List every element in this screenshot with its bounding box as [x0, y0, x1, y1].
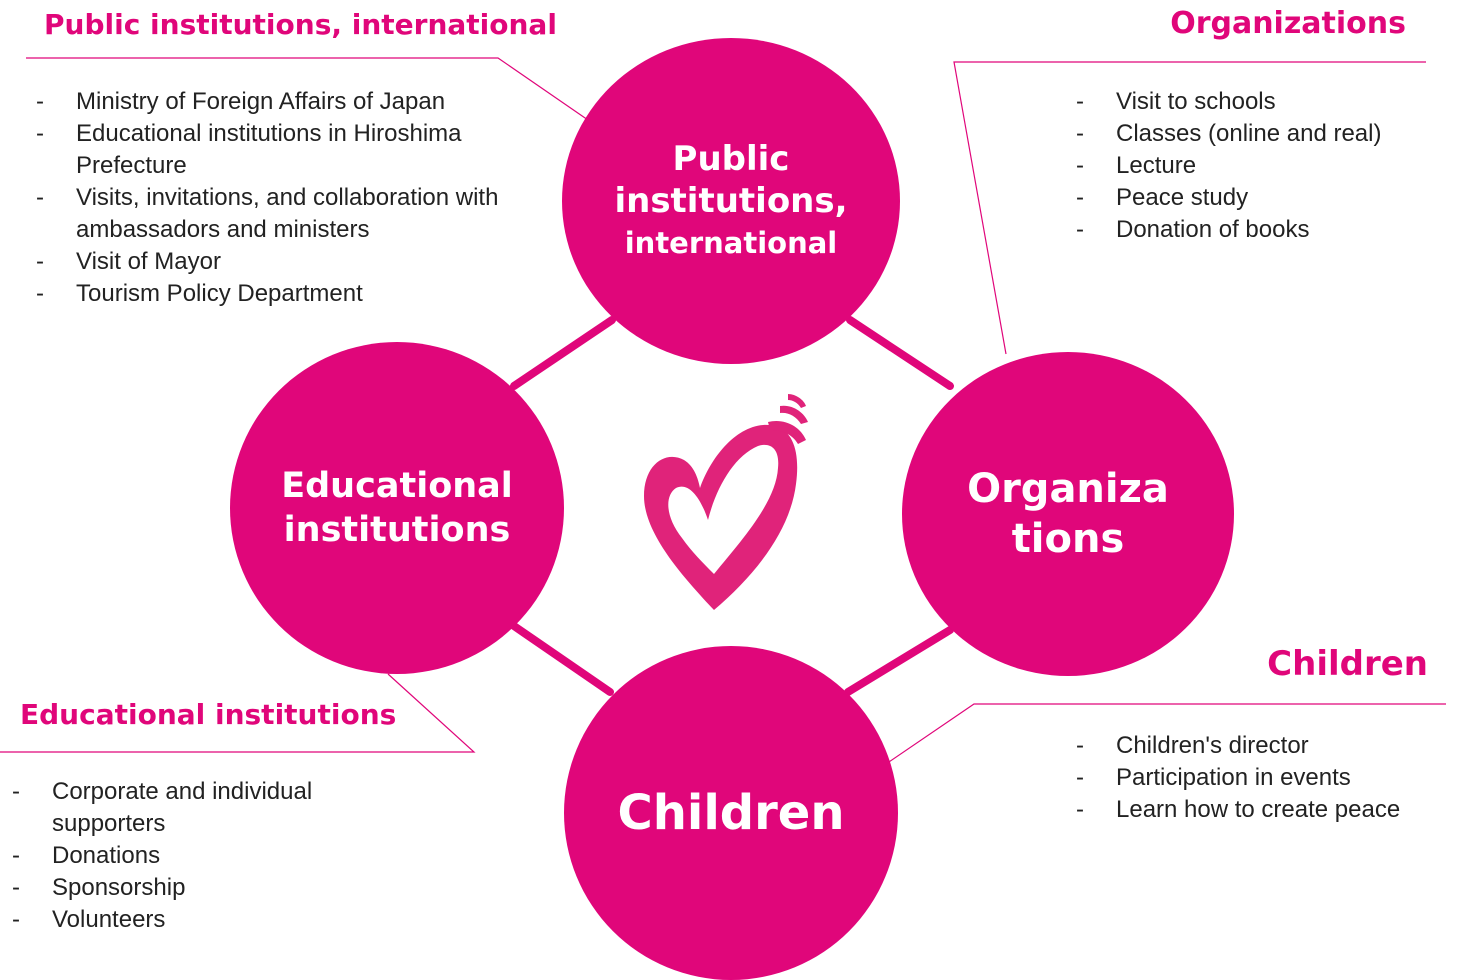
heading-public-institutions: Public institutions, international	[44, 8, 557, 41]
node-organizations-line2: tions	[1011, 516, 1125, 562]
node-organizations-line1: Organiza	[967, 466, 1169, 512]
node-educational-line1: Educational	[281, 466, 513, 506]
connector-top-left	[510, 316, 616, 390]
node-organizations: Organiza tions	[902, 352, 1234, 676]
connector-left-bottom	[510, 622, 614, 696]
callout-line-educational	[0, 673, 476, 753]
node-public-line3: international	[624, 226, 838, 260]
list-item: Donations	[12, 840, 392, 872]
callout-line-children	[885, 703, 1446, 765]
connector-top-right	[846, 316, 954, 390]
node-public-institutions: Public institutions, international	[562, 38, 900, 364]
list-item: Participation in events	[1076, 762, 1456, 794]
connector-right-bottom	[844, 626, 954, 696]
list-item: Donation of books	[1076, 214, 1448, 246]
list-item: Tourism Policy Department	[36, 278, 536, 310]
heading-children: Children	[1267, 644, 1428, 684]
list-item: Visits, invitations, and collaboration w…	[36, 182, 536, 246]
list-item: Learn how to create peace	[1076, 794, 1456, 826]
heart-logo-icon	[644, 394, 808, 610]
list-item: Volunteers	[12, 904, 392, 936]
list-item: Corporate and individual supporters	[12, 776, 392, 840]
list-item: Sponsorship	[12, 872, 392, 904]
heading-organizations: Organizations	[1170, 6, 1406, 41]
list-item: Peace study	[1076, 182, 1448, 214]
list-children: Children's directorParticipation in even…	[1076, 730, 1456, 826]
node-public-line1: Public	[672, 139, 790, 179]
list-item: Lecture	[1076, 150, 1448, 182]
callout-line-organizations	[953, 61, 1426, 355]
node-educational-line2: institutions	[283, 510, 511, 550]
list-item: Children's director	[1076, 730, 1456, 762]
list-item: Educational institutions in Hiroshima Pr…	[36, 118, 536, 182]
heading-educational-institutions: Educational institutions	[20, 698, 397, 731]
list-public-institutions: Ministry of Foreign Affairs of JapanEduc…	[36, 86, 536, 310]
node-public-line2: institutions,	[614, 181, 848, 221]
node-children: Children	[564, 646, 898, 980]
list-item: Ministry of Foreign Affairs of Japan	[36, 86, 536, 118]
list-item: Classes (online and real)	[1076, 118, 1448, 150]
list-educational-institutions: Corporate and individual supportersDonat…	[12, 776, 392, 936]
node-educational-institutions: Educational institutions	[230, 342, 564, 674]
callout-line-public	[26, 57, 589, 121]
list-item: Visit of Mayor	[36, 246, 536, 278]
node-children-line1: Children	[617, 785, 845, 841]
list-item: Visit to schools	[1076, 86, 1448, 118]
list-organizations: Visit to schoolsClasses (online and real…	[1076, 86, 1448, 246]
